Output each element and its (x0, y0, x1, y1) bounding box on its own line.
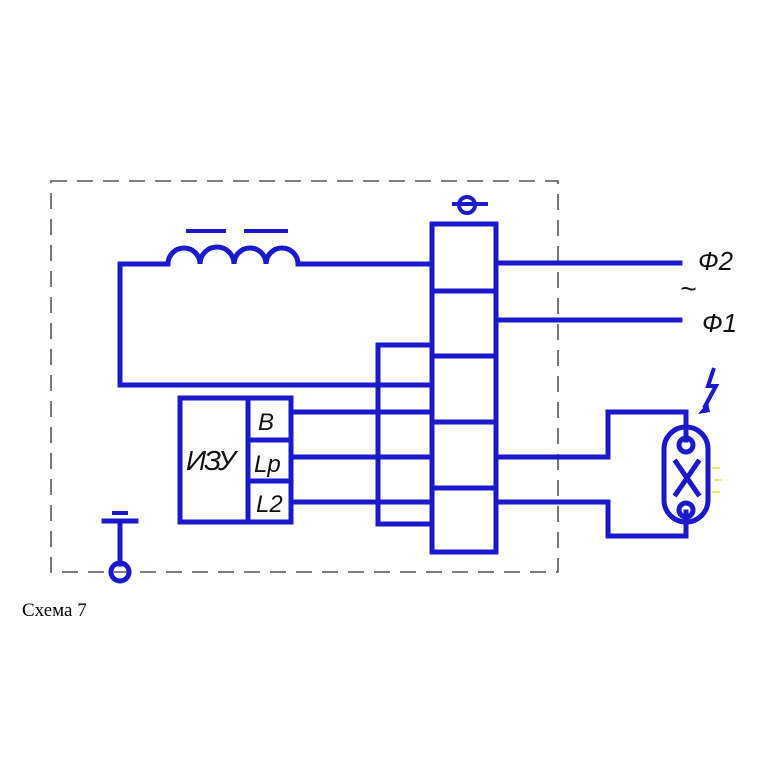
terminal-block (429, 195, 499, 555)
lp-label: Lp (254, 451, 281, 478)
lamp-wire-top (493, 409, 689, 460)
discharge-lamp (661, 424, 722, 525)
izu-label: ИЗУ (186, 445, 239, 476)
inner-bus (375, 342, 435, 527)
l2-label: L2 (256, 491, 283, 518)
phase1-label: Ф1 (702, 308, 737, 338)
ballast-inductor (117, 229, 435, 267)
ground-icon (101, 511, 139, 584)
figure-caption: Схема 7 (22, 600, 87, 621)
izu-igniter (177, 395, 435, 525)
lamp-wire-bottom (493, 499, 689, 539)
spark-arrow-icon (702, 367, 720, 409)
ac-symbol: ~ (680, 273, 696, 304)
phase2-label: Ф2 (698, 246, 734, 276)
luminaire-enclosure (50, 180, 559, 573)
b-label: B (258, 409, 274, 436)
choke-return-wire (117, 261, 435, 388)
